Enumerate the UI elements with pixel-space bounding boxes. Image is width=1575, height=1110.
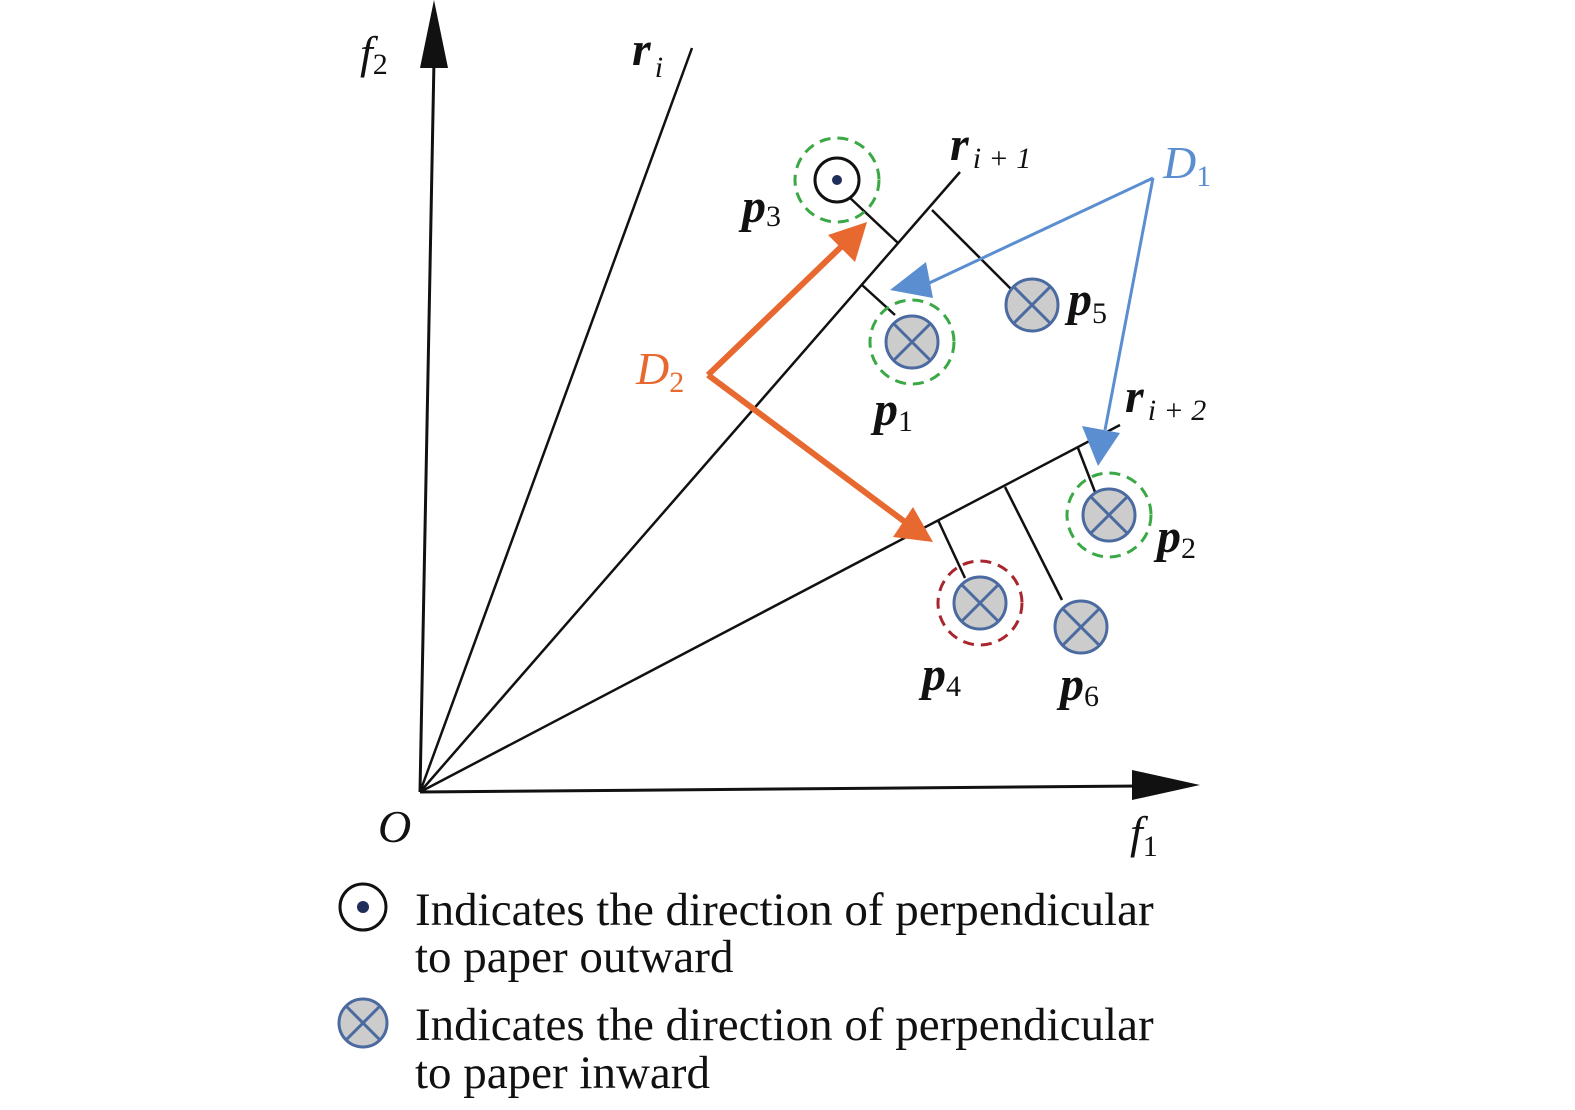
direction-d1-arrows xyxy=(890,176,1155,466)
origin-label: O xyxy=(378,801,411,852)
d2-label: D2 xyxy=(635,343,684,399)
legend-inward-line2: to paper inward xyxy=(415,1047,710,1099)
d2-arrowhead-p3 xyxy=(828,222,867,262)
perp-p6 xyxy=(1003,486,1064,601)
perp-p3 xyxy=(847,195,899,244)
d2-arrow-to-p3 xyxy=(705,242,846,378)
legend: Indicates the direction of perpendicular… xyxy=(337,882,1154,1099)
legend-inward-line1: Indicates the direction of perpendicular xyxy=(415,999,1154,1051)
axes xyxy=(418,0,1200,800)
point-p3-out-of-page-icon xyxy=(813,156,861,204)
legend-outward-line2: to paper outward xyxy=(415,931,733,983)
x-axis-label: f1 xyxy=(1130,807,1158,863)
point-p1-into-page-icon xyxy=(884,314,940,370)
legend-outward-line1: Indicates the direction of perpendicular xyxy=(415,884,1154,936)
point-p5-into-page-icon xyxy=(1004,277,1060,333)
ring-p3 xyxy=(793,136,881,224)
d1-arrow-to-ri2 xyxy=(1103,177,1155,431)
d1-label: D1 xyxy=(1162,137,1211,193)
ring-p2 xyxy=(1065,471,1153,559)
d1-arrowhead-p1 xyxy=(890,262,933,298)
p1-label: p1 xyxy=(870,383,913,438)
p2-label: p2 xyxy=(1153,510,1196,565)
x-axis xyxy=(419,784,1141,794)
y-axis-label: f2 xyxy=(360,27,388,81)
point-p2-into-page-icon xyxy=(1081,487,1137,543)
d1-arrow-to-p1 xyxy=(924,176,1154,287)
into-page-icon xyxy=(337,997,389,1049)
out-of-page-icon xyxy=(338,882,388,932)
perp-p1 xyxy=(861,284,896,316)
perp-p2 xyxy=(1076,447,1097,493)
ray-ri xyxy=(418,47,694,793)
reference-rays xyxy=(418,47,1121,794)
point-p4-into-page-icon xyxy=(952,575,1008,631)
p6-label: p6 xyxy=(1056,658,1099,713)
y-axis xyxy=(418,59,436,793)
points xyxy=(813,156,1137,655)
y-axis-arrowhead xyxy=(420,0,448,68)
d1-arrowhead-ri2 xyxy=(1082,426,1120,466)
ray-ri2 xyxy=(419,423,1121,794)
highlight-rings xyxy=(793,136,1153,647)
d2-arrow-to-ri2 xyxy=(706,372,907,525)
perpendicular-connectors xyxy=(847,195,1097,601)
perp-p4 xyxy=(936,519,967,579)
p4-label: p4 xyxy=(918,648,961,703)
x-axis-arrowhead xyxy=(1132,770,1200,800)
ring-p4 xyxy=(936,559,1024,647)
p5-label: p5 xyxy=(1064,273,1107,330)
direction-d2-arrows xyxy=(705,222,933,542)
point-p6-into-page-icon xyxy=(1053,599,1109,655)
ray-ri1 xyxy=(419,171,961,793)
p3-label: p3 xyxy=(738,180,781,233)
d2-arrowhead-ri2 xyxy=(893,507,933,542)
perp-p5 xyxy=(931,209,1013,291)
ring-p1 xyxy=(868,298,956,386)
